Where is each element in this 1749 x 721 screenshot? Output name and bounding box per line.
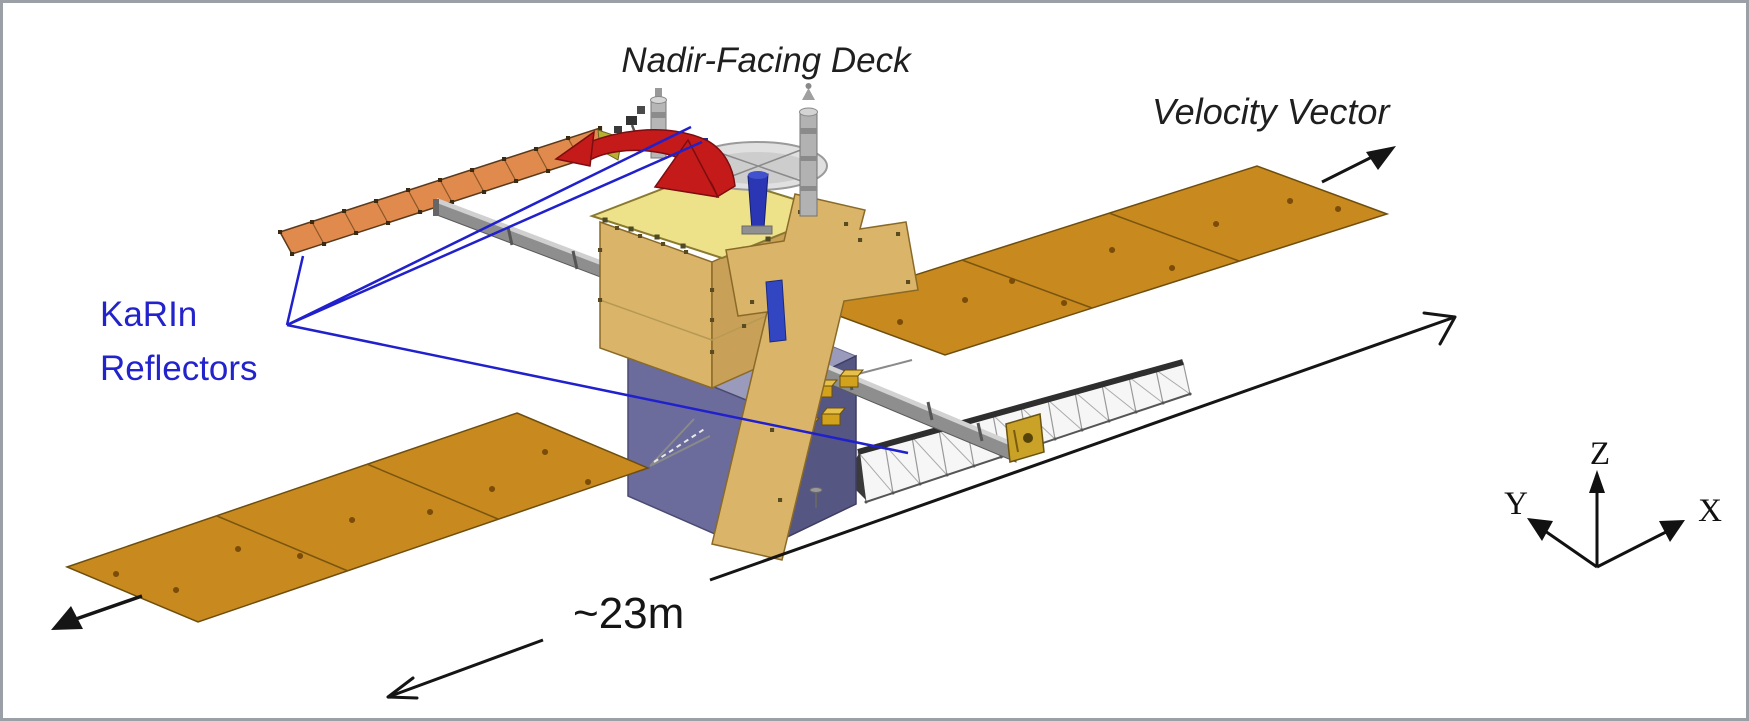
nadir-deck-label: Nadir-Facing Deck xyxy=(621,41,912,80)
dimension-arrow-23m xyxy=(386,311,1457,700)
axis-z-label: Z xyxy=(1590,436,1610,472)
dimension-label: ~23m xyxy=(573,589,684,638)
y-axis-arrowhead xyxy=(1527,518,1553,541)
axis-x-label: X xyxy=(1698,493,1722,529)
x-axis-arrowhead xyxy=(1659,520,1685,542)
truss-instrument-box xyxy=(1005,413,1045,463)
axis-y-label: Y xyxy=(1504,486,1528,522)
cross-panel xyxy=(711,193,919,561)
left-direction-arrow xyxy=(51,594,143,630)
annotations: Nadir-Facing Deck Velocity Vector KaRIn … xyxy=(51,41,1722,700)
karin-label-line2: Reflectors xyxy=(100,349,258,388)
panel-slot xyxy=(765,279,787,343)
array-strut xyxy=(649,418,711,467)
karin-callout-lines xyxy=(285,125,909,455)
velocity-arrow xyxy=(1321,146,1396,184)
karin-label-line1: KaRIn xyxy=(100,295,197,334)
velocity-vector-label: Velocity Vector xyxy=(1152,91,1391,132)
mast-right xyxy=(799,83,818,217)
z-axis-arrowhead xyxy=(1589,470,1605,493)
solar-array-left xyxy=(64,412,711,623)
axis-triad: Z Y X xyxy=(1504,436,1722,569)
